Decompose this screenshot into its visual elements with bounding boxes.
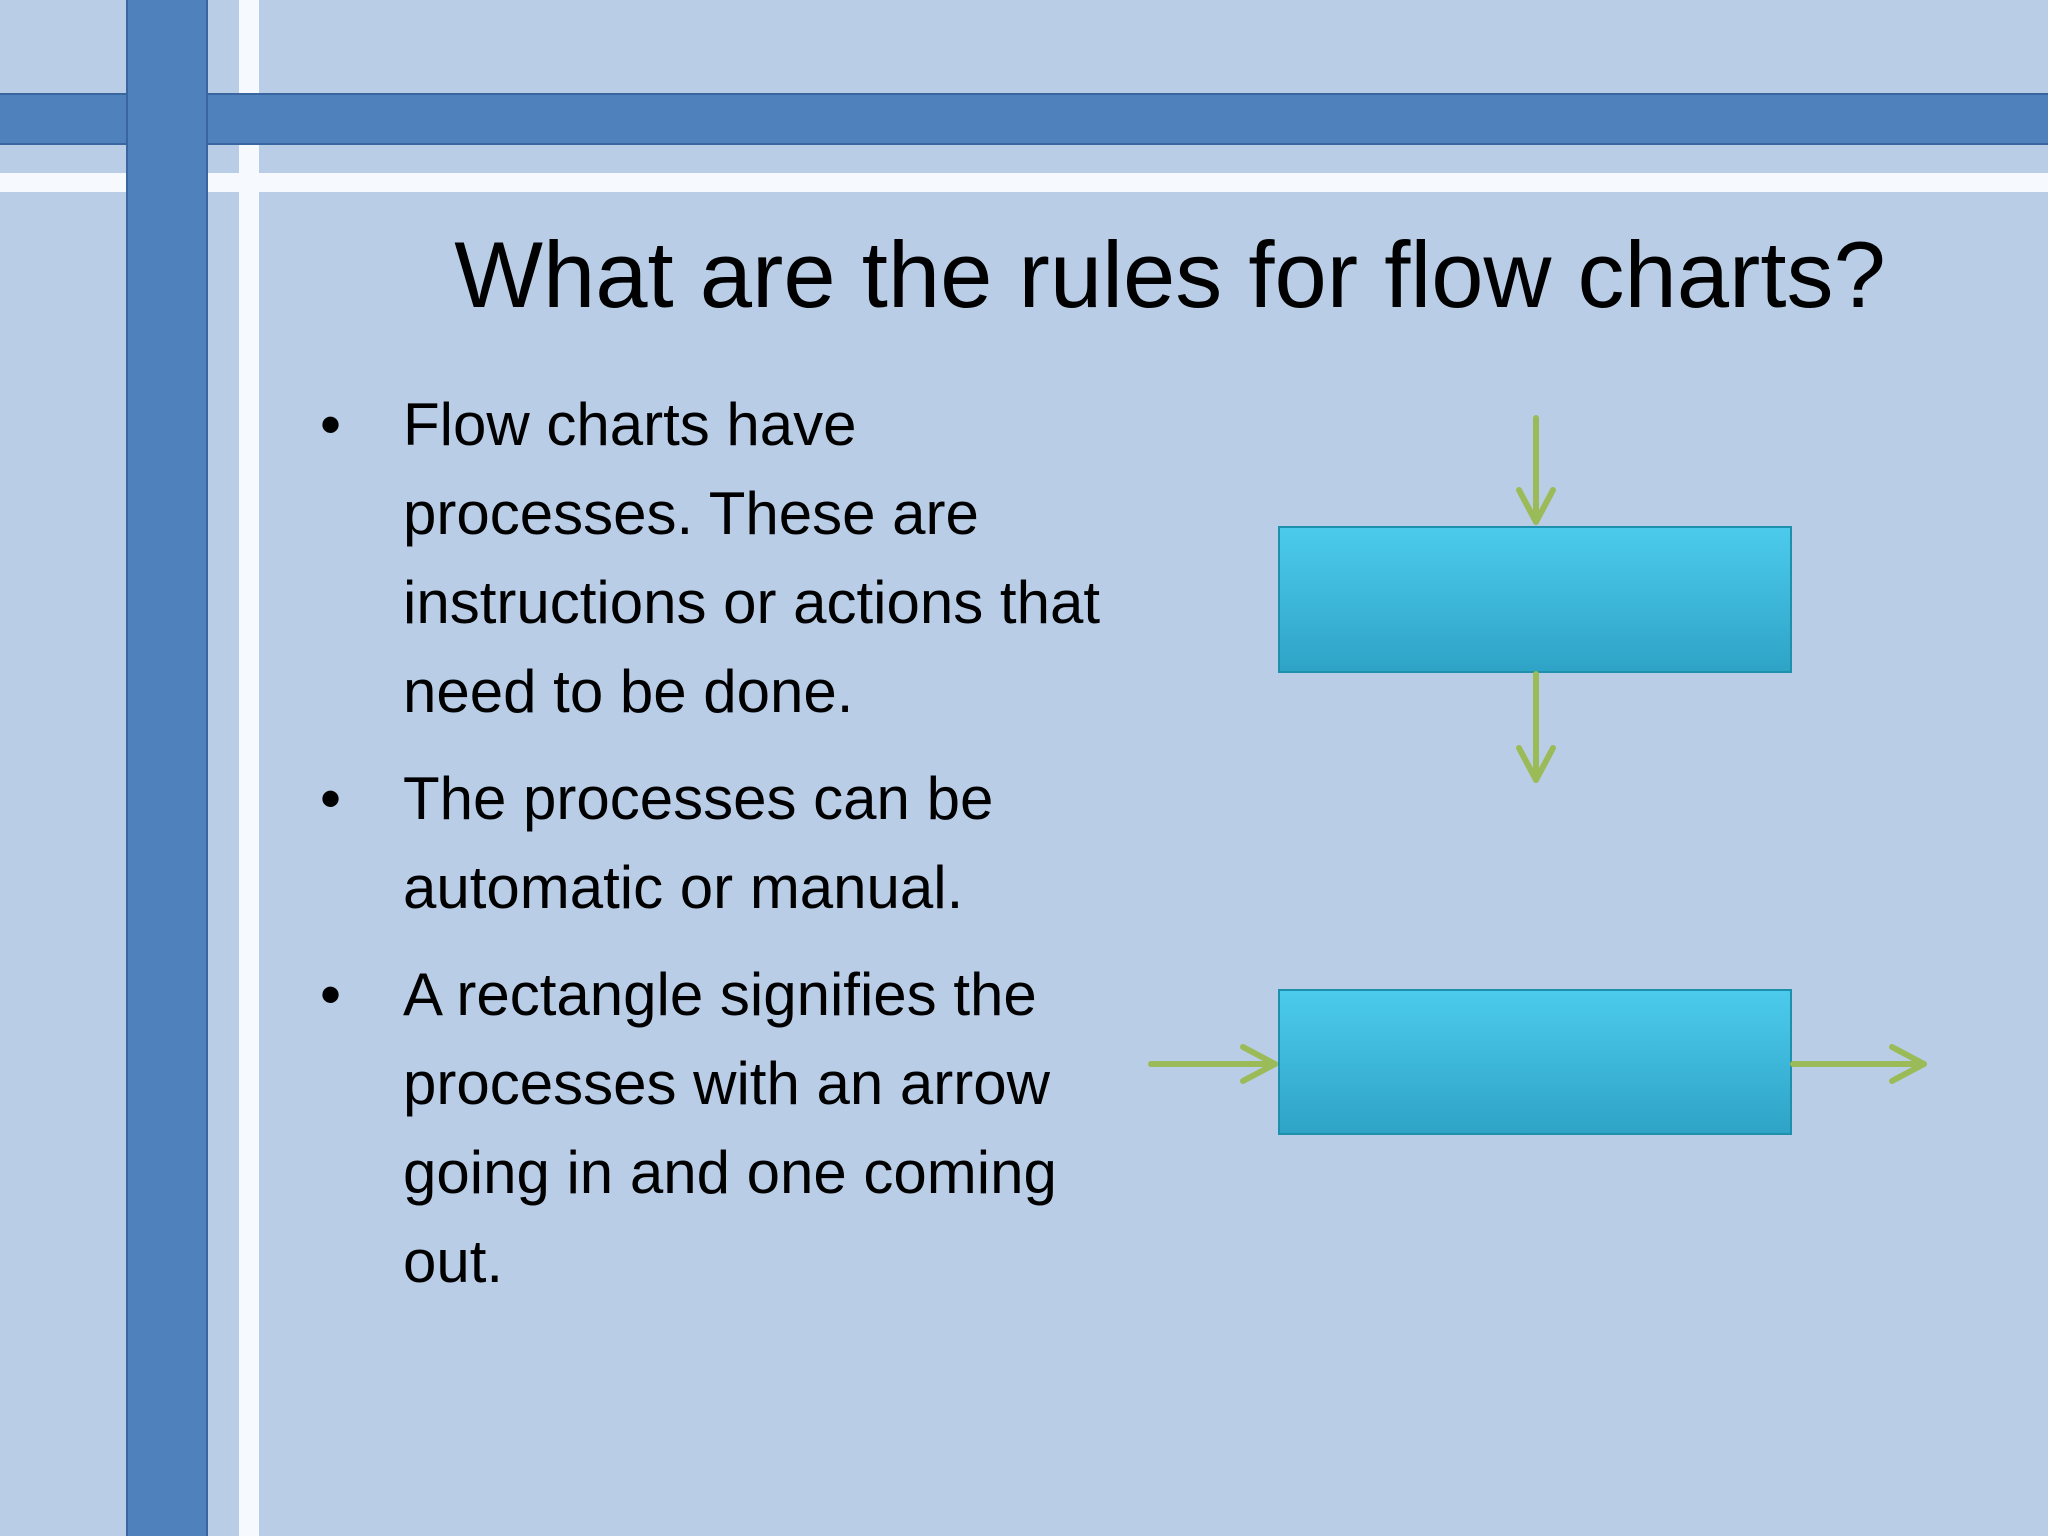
horizontal-flow-example — [1148, 989, 1927, 1135]
bullet-marker: • — [320, 765, 342, 832]
bullet-text: The processes can be automatic or manual… — [403, 765, 994, 921]
bullet-marker: • — [320, 961, 342, 1028]
bullet-item: • A rectangle signifies the processes wi… — [320, 950, 1140, 1306]
process-rectangle — [1278, 989, 1792, 1135]
arrow-out-down — [1516, 671, 1556, 783]
bullet-list: • Flow charts have processes. These are … — [320, 380, 1140, 1324]
horizontal-blue-bar — [0, 93, 2048, 145]
bullet-text: Flow charts have processes. These are in… — [403, 391, 1101, 725]
arrow-out-right — [1790, 1044, 1927, 1084]
bullet-item: • The processes can be automatic or manu… — [320, 754, 1140, 932]
bullet-item: • Flow charts have processes. These are … — [320, 380, 1140, 736]
horizontal-white-stripe — [0, 173, 2048, 192]
slide-title: What are the rules for flow charts? — [454, 222, 1886, 327]
arrow-in-right — [1148, 1044, 1278, 1084]
arrow-in-down — [1516, 415, 1556, 525]
vertical-blue-bar — [126, 0, 208, 1536]
vertical-flow-example — [1278, 415, 1792, 783]
process-rectangle — [1278, 526, 1792, 673]
process-diagram — [1148, 415, 1927, 1135]
bullet-text: A rectangle signifies the processes with… — [403, 961, 1057, 1295]
vertical-white-stripe — [239, 0, 259, 1536]
bullet-marker: • — [320, 391, 342, 458]
